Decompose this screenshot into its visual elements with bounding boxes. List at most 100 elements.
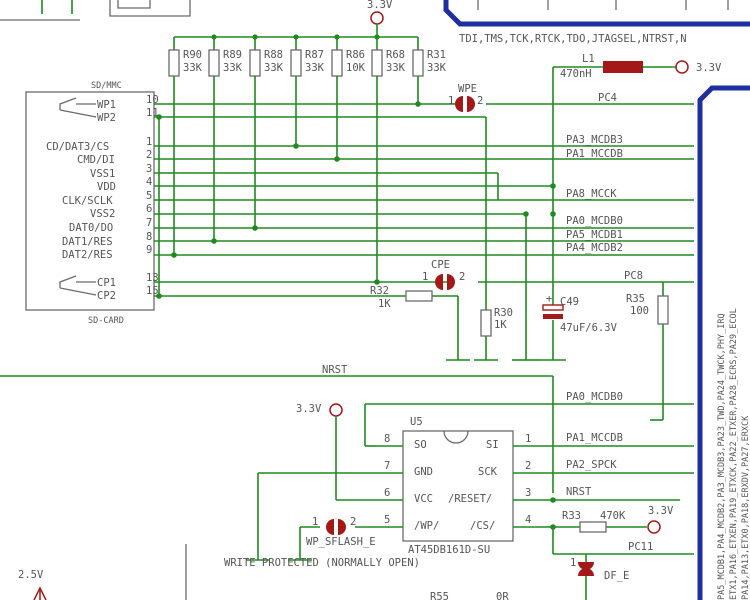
svg-text:CLK/SCLK: CLK/SCLK [62,195,113,207]
svg-text:33K: 33K [183,62,203,74]
svg-text:1: 1 [422,271,428,283]
svg-text:15: 15 [146,285,159,297]
jumper-wpe: WPE 1 2 [448,83,483,112]
svg-text:DAT2/RES: DAT2/RES [62,249,113,261]
net-pa2: PA2_SPCK [566,459,617,471]
svg-text:1K: 1K [494,319,507,331]
svg-text:100: 100 [630,305,649,317]
sd-wires [154,103,694,421]
write-protect-note: WRITE PROTECTED (NORMALLY OPEN) [224,557,420,569]
svg-text:DAT0/DO: DAT0/DO [69,222,113,234]
pullup-drops [173,76,419,282]
svg-text:/WP/: /WP/ [414,520,439,532]
resistor-r30: R30 1K [480,307,513,337]
svg-text:0R: 0R [496,591,509,600]
svg-text:R30: R30 [494,307,513,319]
svg-text:DF_E: DF_E [604,570,629,582]
resistor-r35: R35 100 [626,293,669,325]
svg-text:NRST: NRST [322,364,348,376]
net-pc11: PC11 [628,541,653,553]
power-top: 3.3V [367,0,393,37]
svg-text:5: 5 [384,514,390,526]
svg-text:VCC: VCC [414,493,433,505]
svg-text:8: 8 [384,433,390,445]
svg-text:33K: 33K [427,62,447,74]
svg-text:2: 2 [350,516,356,528]
net-pa5: PA5_MCDB1 [566,229,623,241]
svg-text:R33: R33 [562,510,581,522]
u5-dataflash: U5 AT45DB161D-SU SO GND VCC /WP/ SI SCK … [384,416,531,556]
svg-text:1: 1 [570,557,576,569]
svg-text:33K: 33K [386,62,406,74]
svg-text:470K: 470K [600,510,626,522]
svg-text:U5: U5 [410,416,423,428]
svg-text:1: 1 [448,95,454,107]
svg-text:WPE: WPE [458,83,477,95]
svg-text:8: 8 [146,231,152,243]
u5-power: 3.3V 3.3V [296,403,680,534]
svg-text:47uF/6.3V: 47uF/6.3V [560,322,618,334]
sd-card-connector: SD/MMC SD-CARD [25,81,155,326]
svg-text:VSS2: VSS2 [90,208,115,220]
svg-text:CMD/DI: CMD/DI [77,154,115,166]
resistor-r32: R32 1K [370,285,433,310]
svg-text:R35: R35 [626,293,645,305]
jtag-label: TDI,TMS,TCK,RTCK,TDO,JTAGSEL,NTRST,N [459,33,687,45]
svg-text:3: 3 [146,163,152,175]
svg-text:3: 3 [525,487,531,499]
svg-text:2: 2 [146,149,152,161]
svg-text:33K: 33K [264,62,284,74]
svg-text:11: 11 [146,107,159,119]
svg-text:/CS/: /CS/ [470,520,495,532]
svg-text:2: 2 [477,95,483,107]
svg-text:13: 13 [146,272,159,284]
svg-text:WP_SFLASH_E: WP_SFLASH_E [306,536,376,548]
net-nrst: NRST [566,486,592,498]
mcu-bus [697,85,750,600]
svg-text:R55: R55 [430,591,449,600]
net-pa8: PA8_MCCK [566,188,617,200]
svg-text:R68: R68 [386,49,405,61]
u5-wires [246,403,694,600]
mcu-label-col2: ETX1,PA16_ETXEN,PA19_ETXCK,PA22_ETXER,PA… [729,308,739,600]
svg-text:7: 7 [384,460,390,472]
svg-text:WP2: WP2 [97,112,116,124]
svg-text:1: 1 [146,136,152,148]
svg-text:CP1: CP1 [97,277,116,289]
svg-text:/RESET/: /RESET/ [448,493,492,505]
u5-junctions [550,497,556,530]
net-pa0a: PA0_MCDB0 [566,215,623,227]
net-pa3: PA3_MCDB3 [566,134,623,146]
svg-text:2: 2 [459,271,465,283]
svg-text:R86: R86 [346,49,365,61]
mcu-label-col3: PA14,PA13,ETX0,PA18,ERXDV,PA27,ERXCK [741,415,750,600]
svg-text:1: 1 [525,433,531,445]
svg-text:33K: 33K [305,62,325,74]
svg-text:CD/DAT3/CS: CD/DAT3/CS [46,141,109,153]
svg-text:6: 6 [146,203,152,215]
v33-top-label: 3.3V [367,0,393,11]
svg-text:3.3V: 3.3V [696,62,722,74]
svg-text:10K: 10K [346,62,366,74]
sd-footer: SD-CARD [88,316,124,326]
jumper-cpe: CPE 1 2 [422,259,465,290]
net-pa1a: PA1_MCCDB [566,148,623,160]
svg-text:2: 2 [525,460,531,472]
svg-text:4: 4 [146,176,152,188]
jtag-bus: TDI,TMS,TCK,RTCK,TDO,JTAGSEL,NTRST,N [443,0,750,45]
svg-text:4: 4 [525,514,531,526]
net-pc4: PC4 [598,92,617,104]
capacitor-c49: + C49 47uF/6.3V [542,293,618,334]
svg-text:SO: SO [414,439,427,451]
svg-text:7: 7 [146,217,152,229]
svg-text:WP1: WP1 [97,99,116,111]
sd-junctions [156,101,556,299]
svg-text:1: 1 [312,516,318,528]
